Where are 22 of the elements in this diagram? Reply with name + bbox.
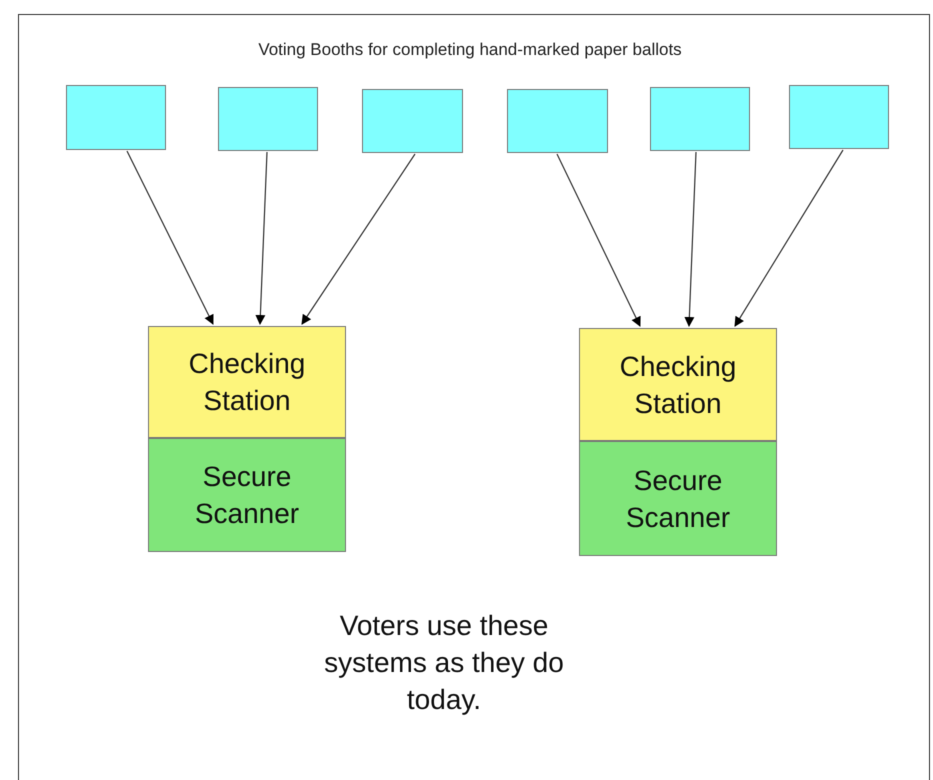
station-box <box>579 328 777 441</box>
arrow <box>734 150 844 327</box>
station-box <box>579 441 777 556</box>
arrow <box>301 154 416 325</box>
booth-box <box>650 87 750 151</box>
arrow <box>556 154 641 327</box>
station-box <box>148 326 346 438</box>
node-label: Secure Scanner <box>194 460 300 531</box>
station-box <box>148 438 346 552</box>
arrow <box>684 152 697 327</box>
booth-box <box>218 87 318 151</box>
diagram-title: Voting Booths for completing hand-marked paper ballots <box>257 39 683 61</box>
node-label: Checking Station <box>188 347 306 418</box>
node-label: Secure Scanner <box>624 464 732 534</box>
booth-box <box>362 89 463 153</box>
arrow <box>255 152 268 325</box>
node-label: Checking Station <box>618 350 738 420</box>
booth-box <box>66 85 166 150</box>
note-text: Voters use these systems as they do today. <box>323 609 565 717</box>
arrow <box>126 150 214 325</box>
booth-box <box>507 89 608 153</box>
booth-box <box>789 85 889 149</box>
